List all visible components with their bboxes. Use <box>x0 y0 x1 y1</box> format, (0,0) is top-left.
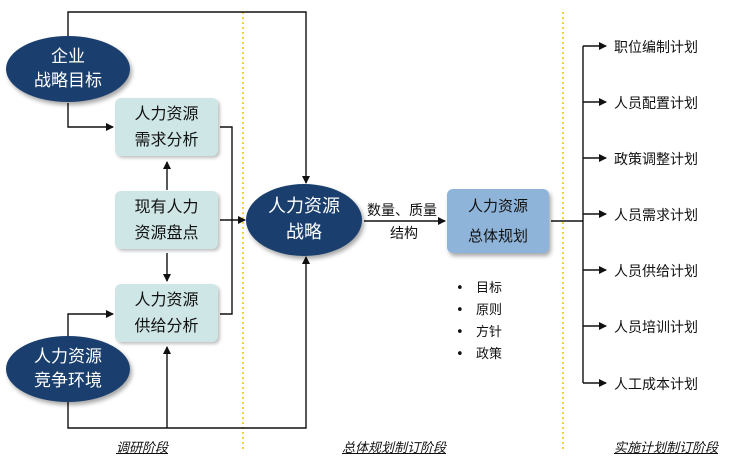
bullet-item: •方针 <box>456 325 503 340</box>
node-hr-strategy-line1: 人力资源 <box>268 196 340 217</box>
edge-label-quantity-quality: 数量、质量 <box>367 203 437 219</box>
plan-branches <box>583 42 607 387</box>
node-hr-competition-line2: 竞争环境 <box>34 371 102 391</box>
node-overall-plan: 人力资源 总体规划 <box>447 189 549 253</box>
plan-item: 人工成本计划 <box>614 377 698 393</box>
node-strategy-goal-line1: 企业 <box>51 47 85 67</box>
node-demand-line1: 人力资源 <box>134 104 199 123</box>
node-hr-strategy: 人力资源 战略 <box>246 184 362 256</box>
node-demand-analysis: 人力资源 需求分析 <box>115 98 218 156</box>
connector-supply <box>220 220 233 315</box>
connector-demand <box>220 126 233 220</box>
arrow-goal-to-demand <box>67 103 114 131</box>
node-supply-line2: 供给分析 <box>134 316 199 335</box>
node-hr-competition: 人力资源 竞争环境 <box>6 336 130 402</box>
node-hr-competition-line1: 人力资源 <box>34 347 102 367</box>
bullet-text: 方针 <box>476 325 503 340</box>
plan-item: 职位编制计划 <box>614 40 698 56</box>
edge-label-structure: 结构 <box>390 226 418 242</box>
node-overall-plan-line1: 人力资源 <box>467 197 528 215</box>
phase-label-implementation: 实施计划制订阶段 <box>614 441 719 456</box>
bullet-item: •目标 <box>456 281 503 296</box>
node-supply-line1: 人力资源 <box>134 290 199 309</box>
bullet-text: 目标 <box>476 281 503 296</box>
bullet-item: •原则 <box>456 303 503 318</box>
plan-item: 人员需求计划 <box>614 208 698 224</box>
bullet-item: •政策 <box>456 347 503 362</box>
node-inventory-line2: 资源盘点 <box>134 223 199 242</box>
node-strategy-goal: 企业 战略目标 <box>6 36 130 102</box>
node-demand-line2: 需求分析 <box>134 130 199 149</box>
phase-label-research: 调研阶段 <box>116 441 169 456</box>
node-inventory: 现有人力 资源盘点 <box>115 191 218 249</box>
phase-label-overall-planning: 总体规划制订阶段 <box>342 441 447 456</box>
arrow-competition-bottom-loop <box>67 256 310 429</box>
node-supply-analysis: 人力资源 供给分析 <box>115 284 218 342</box>
plan-item: 政策调整计划 <box>614 152 698 168</box>
node-hr-strategy-line2: 战略 <box>286 222 322 243</box>
node-overall-plan-line2: 总体规划 <box>467 227 528 245</box>
node-strategy-goal-line2: 战略目标 <box>34 71 102 91</box>
plan-item: 人员供给计划 <box>614 264 698 280</box>
arrow-competition-to-supply <box>67 310 114 337</box>
arrow-goal-to-strategy <box>67 11 310 184</box>
plan-item: 人员配置计划 <box>614 96 698 112</box>
bullet-text: 原则 <box>476 303 503 318</box>
node-inventory-line1: 现有人力 <box>134 197 199 216</box>
bullet-text: 政策 <box>476 347 503 362</box>
plan-item: 人员培训计划 <box>614 320 698 336</box>
